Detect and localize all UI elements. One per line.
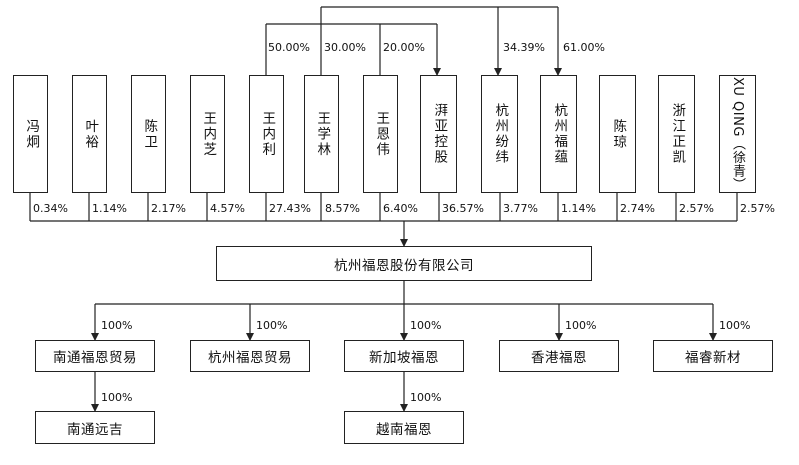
shareholder-pct: 8.57% [325,202,360,215]
company-box: 杭州福恩股份有限公司 [216,246,592,281]
cross-holding-pct: 34.39% [503,41,545,54]
shareholder-pct: 36.57% [442,202,484,215]
second-level-pct: 100% [410,391,442,404]
subsidiary-pct: 100% [565,319,597,332]
subsidiary-box: 新加坡福恩 [344,340,464,372]
shareholder-box: 杭州福蕴 [540,75,577,193]
shareholder-box: 王学林 [304,75,339,193]
cross-holding-pct: 61.00% [563,41,605,54]
shareholder-pct: 3.77% [503,202,538,215]
shareholder-box: 王内芝 [190,75,225,193]
shareholder-pct: 2.57% [679,202,714,215]
shareholder-box: 杭州纷纬 [481,75,518,193]
shareholder-pct: 2.17% [151,202,186,215]
shareholder-pct: 1.14% [561,202,596,215]
shareholder-box: 王内利 [249,75,284,193]
cross-holding-pct: 30.00% [324,41,366,54]
second-level-box: 南通远吉 [35,411,155,444]
shareholder-pct: 4.57% [210,202,245,215]
subsidiary-pct: 100% [101,319,133,332]
subsidiary-box: 香港福恩 [499,340,619,372]
shareholder-box: 王恩伟 [363,75,398,193]
shareholder-box: XU QING（徐青） [719,75,756,193]
cross-holding-pct: 50.00% [268,41,310,54]
shareholder-box: 陈卫 [131,75,166,193]
shareholder-box: 叶裕 [72,75,107,193]
shareholder-pct: 1.14% [92,202,127,215]
shareholder-pct: 27.43% [269,202,311,215]
second-level-pct: 100% [101,391,133,404]
shareholder-pct: 0.34% [33,202,68,215]
second-level-box: 越南福恩 [344,411,464,444]
shareholder-pct: 2.57% [740,202,775,215]
shareholder-box: 浙江正凯 [658,75,695,193]
subsidiary-pct: 100% [719,319,751,332]
subsidiary-box: 福睿新材 [653,340,773,372]
cross-holding-pct: 20.00% [383,41,425,54]
shareholder-box: 湃亚控股 [420,75,457,193]
subsidiary-pct: 100% [410,319,442,332]
shareholder-pct: 2.74% [620,202,655,215]
shareholder-box: 陈琼 [599,75,636,193]
subsidiary-box: 南通福恩贸易 [35,340,155,372]
shareholder-box: 冯炯 [13,75,48,193]
shareholder-pct: 6.40% [383,202,418,215]
subsidiary-box: 杭州福恩贸易 [190,340,310,372]
subsidiary-pct: 100% [256,319,288,332]
